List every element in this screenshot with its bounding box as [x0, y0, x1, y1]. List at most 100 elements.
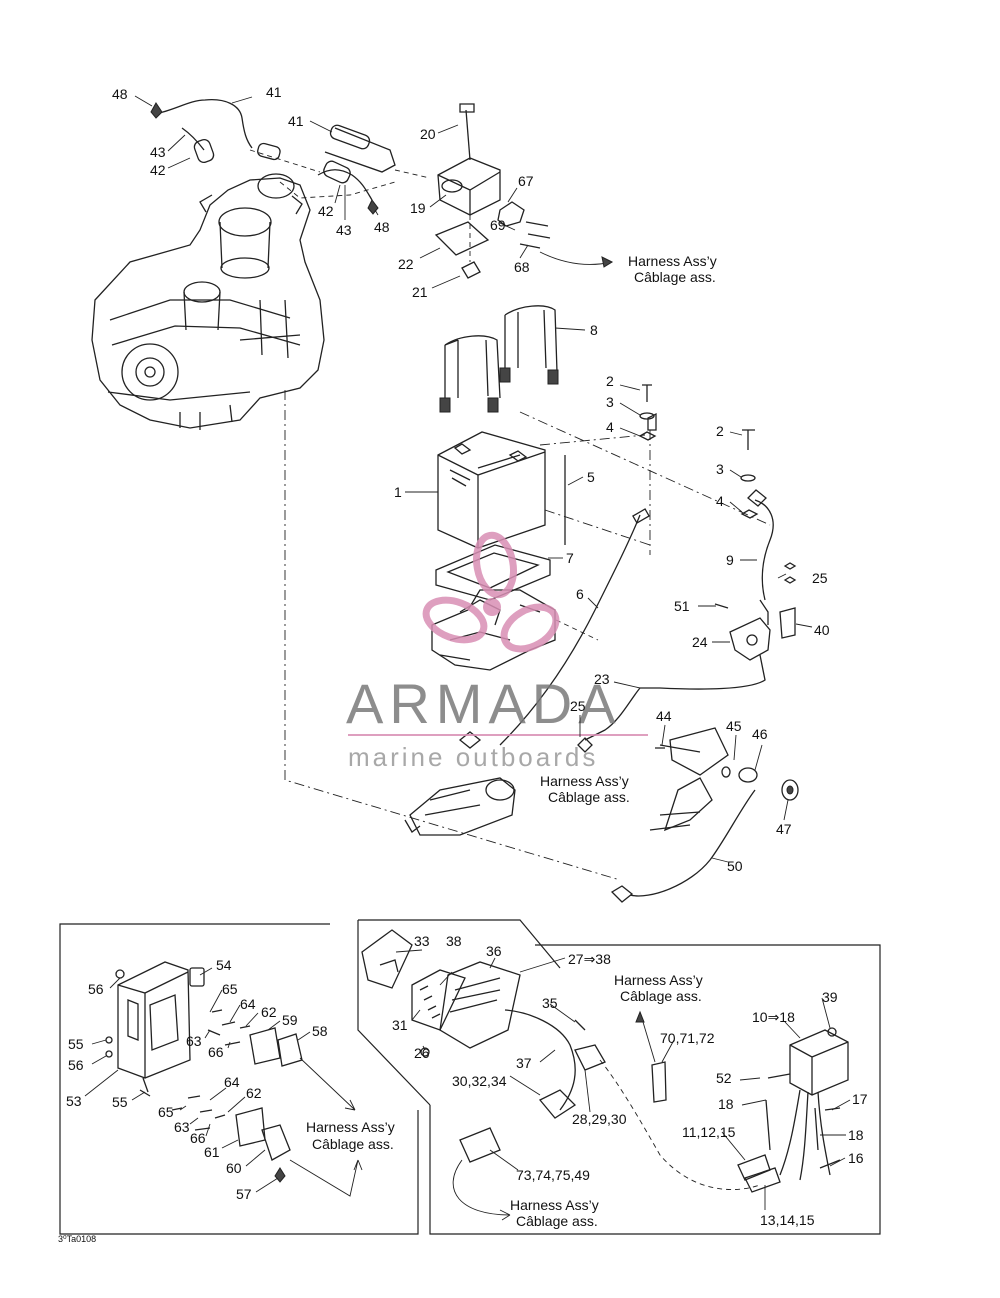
callout-55: 55 [112, 1094, 128, 1110]
callout-59: 59 [282, 1012, 298, 1028]
callout-58: 58 [312, 1023, 328, 1039]
fastener-stacks [638, 384, 797, 584]
callout-55: 55 [68, 1036, 84, 1052]
battery-cables [458, 412, 774, 903]
harness-note-en: Harness Ass’y [628, 253, 717, 269]
harness-note-en: Harness Ass’y [614, 972, 703, 988]
callout-65: 65 [222, 981, 238, 997]
callout-8: 8 [590, 322, 598, 338]
callout-64: 64 [240, 996, 256, 1012]
callout-66: 66 [190, 1130, 206, 1146]
callout-9: 9 [726, 552, 734, 568]
callout-3: 3 [606, 394, 614, 410]
callout-18: 18 [718, 1096, 734, 1112]
callout-17: 17 [852, 1091, 868, 1107]
callout-53: 53 [66, 1093, 82, 1109]
callout-30-32-34: 30,32,34 [452, 1073, 507, 1089]
callout-63: 63 [174, 1119, 190, 1135]
callout-42: 42 [150, 162, 166, 178]
callout-69: 69 [490, 217, 506, 233]
callout-28-29-30: 28,29,30 [572, 1111, 627, 1127]
callout-56: 56 [88, 981, 104, 997]
electrical-box-detail [357, 919, 881, 1235]
callout-48: 48 [374, 219, 390, 235]
battery [437, 431, 546, 549]
callout-39: 39 [822, 989, 838, 1005]
callout-20: 20 [420, 126, 436, 142]
callout-61: 61 [204, 1144, 220, 1160]
callout-31: 31 [392, 1017, 408, 1033]
callout-51: 51 [674, 598, 690, 614]
callout-40: 40 [814, 622, 830, 638]
ignition-coil [434, 103, 551, 279]
harness-notes: Harness Ass’y Câblage ass. Harness Ass’y… [306, 253, 717, 1229]
harness-note-fr: Câblage ass. [516, 1213, 598, 1229]
callout-19: 19 [410, 200, 426, 216]
callout-26: 26 [414, 1045, 430, 1061]
harness-note-fr: Câblage ass. [548, 789, 630, 805]
callout-5: 5 [587, 469, 595, 485]
figure-reference: 3⁰Ta0108 [58, 1234, 96, 1244]
armada-watermark: ARMADA marine outboards [346, 531, 648, 772]
callout-45: 45 [726, 718, 742, 734]
callout-27-38: 27⇒38 [568, 951, 611, 967]
harness-note-en: Harness Ass’y [510, 1197, 599, 1213]
callout-66: 66 [208, 1044, 224, 1060]
callout-62: 62 [246, 1085, 262, 1101]
callout-70-72: 70,71,72 [660, 1030, 715, 1046]
callout-36: 36 [486, 943, 502, 959]
harness-note-fr: Câblage ass. [312, 1136, 394, 1152]
callout-46: 46 [752, 726, 768, 742]
harness-note-en: Harness Ass’y [540, 773, 629, 789]
watermark-tagline: marine outboards [348, 742, 598, 772]
callout-10-18: 10⇒18 [752, 1009, 795, 1025]
callout-41: 41 [266, 84, 282, 100]
callout-47: 47 [776, 821, 792, 837]
harness-arrows [539, 251, 614, 268]
callout-18: 18 [848, 1127, 864, 1143]
callout-7: 7 [566, 550, 574, 566]
callout-73-75-49: 73,74,75,49 [516, 1167, 590, 1183]
callout-37: 37 [516, 1055, 532, 1071]
callout-42: 42 [318, 203, 334, 219]
callout-2: 2 [606, 373, 614, 389]
harness-note-fr: Câblage ass. [620, 988, 702, 1004]
callout-38: 38 [446, 933, 462, 949]
callout-48: 48 [112, 86, 128, 102]
callout-24: 24 [692, 634, 708, 650]
callout-4: 4 [716, 493, 724, 509]
callout-52: 52 [716, 1070, 732, 1086]
callout-68: 68 [514, 259, 530, 275]
callout-3: 3 [716, 461, 724, 477]
callout-35: 35 [542, 995, 558, 1011]
engine-block-drawing [91, 173, 325, 430]
watermark-propeller-logo [422, 531, 560, 653]
connector-lines [284, 390, 771, 881]
callout-43: 43 [336, 222, 352, 238]
callout-16: 16 [848, 1150, 864, 1166]
callout-25: 25 [570, 698, 586, 714]
callout-67: 67 [518, 173, 534, 189]
callout-4: 4 [606, 419, 614, 435]
callout-65: 65 [158, 1104, 174, 1120]
solenoid-bracket [714, 599, 796, 661]
callout-57: 57 [236, 1186, 252, 1202]
callout-2: 2 [716, 423, 724, 439]
callout-6: 6 [576, 586, 584, 602]
harness-note-en: Harness Ass’y [306, 1119, 395, 1135]
callout-25: 25 [812, 570, 828, 586]
harness-note-fr: Câblage ass. [634, 269, 716, 285]
callout-13-15: 13,14,15 [760, 1212, 815, 1228]
battery-straps [439, 305, 559, 413]
callout-labels: 48 41 43 42 41 20 67 19 42 43 48 69 22 6… [66, 84, 868, 1228]
callout-54: 54 [216, 957, 232, 973]
callout-11-15: 11,12,15 [682, 1124, 736, 1140]
callout-43: 43 [150, 144, 166, 160]
callout-44: 44 [656, 708, 672, 724]
callout-41: 41 [288, 113, 304, 129]
leader-lines [84, 95, 851, 1210]
watermark-brand: ARMADA [346, 672, 622, 735]
callout-64: 64 [224, 1074, 240, 1090]
starter-motor [404, 777, 516, 836]
